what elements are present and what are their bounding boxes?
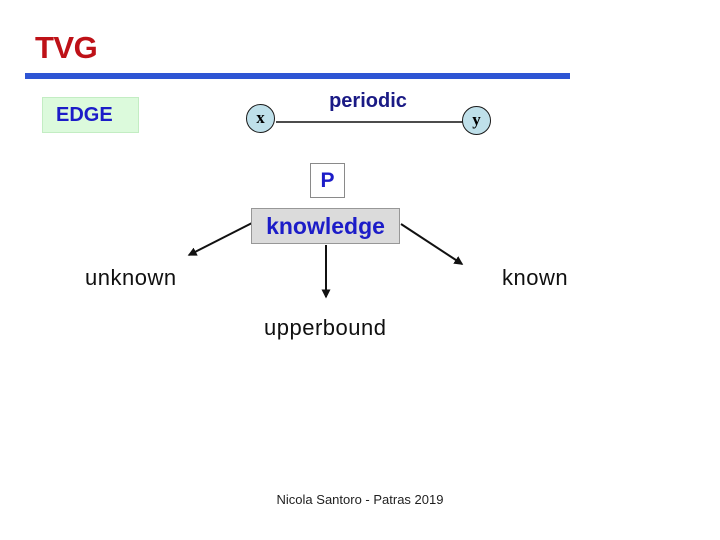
footer-credit: Nicola Santoro - Patras 2019 <box>276 492 444 507</box>
page-title: TVG <box>35 30 98 65</box>
period-box: P <box>310 163 345 198</box>
arrow-to-known <box>400 223 464 265</box>
edge-badge: EDGE <box>42 97 139 133</box>
graph-node-y: y <box>462 106 491 135</box>
knowledge-box: knowledge <box>251 208 400 244</box>
unknown-label: unknown <box>85 265 177 290</box>
graph-node-x: x <box>246 104 275 133</box>
known-label: known <box>502 265 569 290</box>
periodic-label: periodic <box>329 90 407 112</box>
upperbound-label: upperbound <box>264 315 387 340</box>
title-rule-divider <box>25 73 570 79</box>
arrow-to-unknown <box>187 222 253 256</box>
